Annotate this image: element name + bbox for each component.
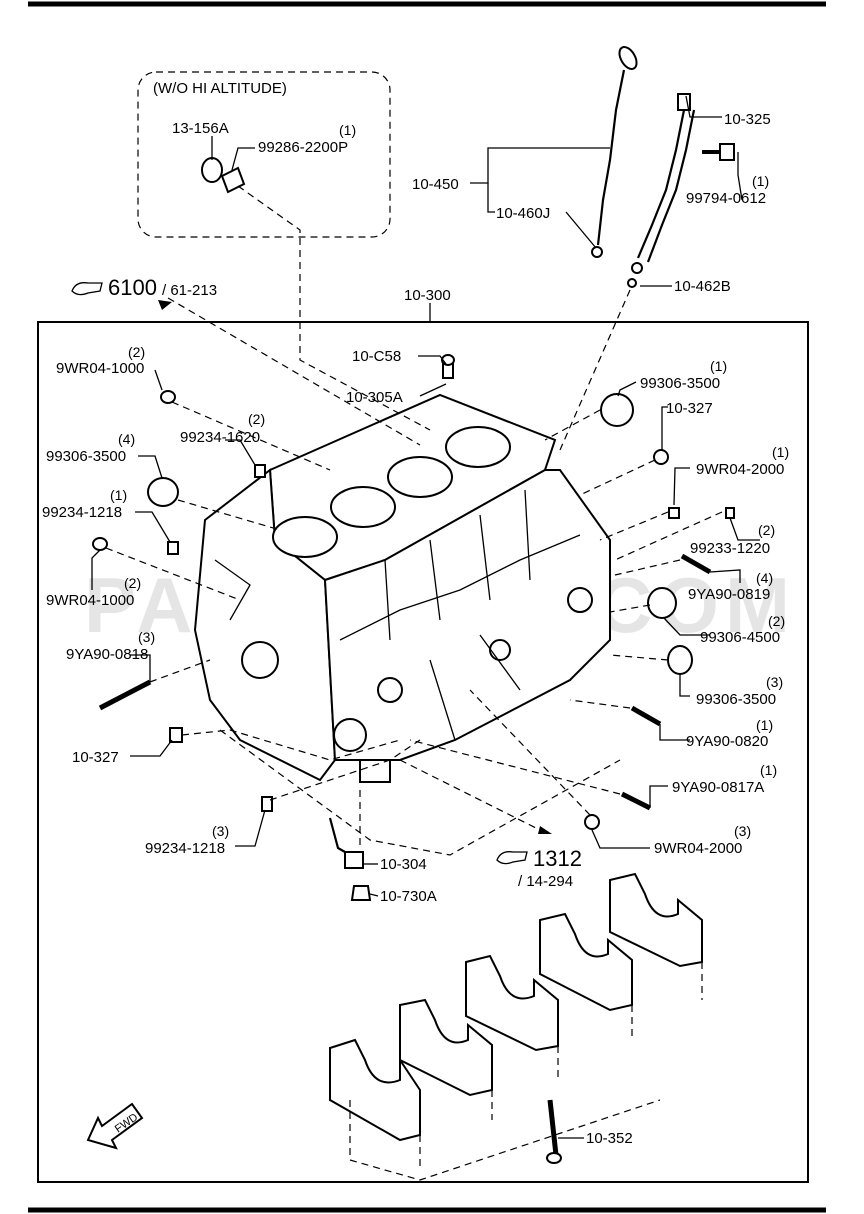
main-bearing-caps [329, 872, 703, 1142]
label-99233-1220: 99233-1220 [690, 540, 770, 557]
label-99794-0612: 99794-0612 [686, 190, 766, 207]
ref-1312-code: 1312 [533, 846, 582, 871]
cap-99306-3500-b [600, 393, 634, 427]
qty-9wr04-2000-b: (3) [734, 823, 751, 839]
label-10-325: 10-325 [724, 111, 771, 128]
label-9wr04-1000-a: 9WR04-1000 [56, 360, 144, 377]
note-box-title: (W/O HI ALTITUDE) [153, 80, 287, 97]
label-13-156a: 13-156A [172, 120, 229, 137]
label-10-460j: 10-460J [496, 205, 550, 222]
cap-99306-3500-c [667, 645, 693, 675]
label-9ya90-0820: 9YA90-0820 [686, 733, 768, 750]
label-9wr04-2000-a: 9WR04-2000 [696, 461, 784, 478]
ref-pointer-icon [71, 282, 528, 865]
label-9ya90-0818: 9YA90-0818 [66, 646, 148, 663]
fwd-arrow-icon: FWD [86, 1102, 144, 1150]
label-99234-1620: 99234-1620 [180, 429, 260, 446]
qty-99234-1620: (2) [248, 411, 265, 427]
part-labels: 13-156A (1) 99286-2200P 10-325 (1) 99794… [42, 111, 789, 1147]
cap-99306-3500-a [147, 477, 179, 507]
bolt-10-352 [547, 1099, 559, 1156]
qty-99286: (1) [339, 122, 356, 138]
knock-sensor-10-304 [344, 851, 364, 869]
dipstick [591, 46, 638, 258]
stud-9ya90-0820 [630, 705, 662, 727]
label-10-c58: 10-C58 [352, 348, 401, 365]
label-10-327-b: 10-327 [666, 400, 713, 417]
plug-10-327-b [653, 449, 669, 465]
pin-99234-1218-b [261, 796, 273, 812]
label-10-327-a: 10-327 [72, 749, 119, 766]
label-99234-1218-b: 99234-1218 [145, 840, 225, 857]
qty-99234-1218-a: (1) [110, 487, 127, 503]
cap-99306-4500 [647, 587, 677, 619]
plug-9wr04-1000-a [160, 390, 176, 404]
qty-99794: (1) [752, 173, 769, 189]
label-9ya90-0819: 9YA90-0819 [688, 586, 770, 603]
stud-9ya90-0819 [680, 553, 712, 575]
ref-6100-code: 6100 [108, 275, 157, 300]
label-9wr04-1000-b: 9WR04-1000 [46, 592, 134, 609]
label-10-462b: 10-462B [674, 278, 731, 295]
qty-9ya90-0820: (1) [756, 717, 773, 733]
qty-99306-4500: (2) [768, 613, 785, 629]
label-9ya90-0817a: 9YA90-0817A [672, 779, 764, 796]
pin-99234-1218-a [167, 541, 179, 555]
qty-9wr04-1000-b: (2) [124, 575, 141, 591]
direction-arrow-icon [538, 826, 552, 834]
bolt-10-352-head [546, 1152, 562, 1164]
main-frame [37, 321, 809, 1183]
label-10-730a: 10-730A [380, 888, 437, 905]
qty-9ya90-0817a: (1) [760, 762, 777, 778]
bolt-99794 [702, 143, 735, 161]
qty-99306-3500-c: (3) [766, 674, 783, 690]
plug-9wr04-1000-b [92, 537, 108, 551]
part-13-156a [201, 157, 246, 194]
label-9wr04-2000-b: 9WR04-2000 [654, 840, 742, 857]
assembly-lines [105, 185, 723, 1181]
cylinder-block [193, 393, 611, 783]
dipstick-tube [627, 93, 696, 288]
label-99286-2200p: 99286-2200P [258, 139, 348, 156]
leader-lines [91, 95, 760, 1139]
label-10-300: 10-300 [404, 287, 451, 304]
label-99306-4500: 99306-4500 [700, 629, 780, 646]
plug-9wr04-2000-a [668, 507, 680, 519]
bolt-10-730a [350, 885, 372, 901]
qty-99306-3500-a: (4) [118, 431, 135, 447]
label-10-304: 10-304 [380, 856, 427, 873]
qty-9ya90-0818: (3) [138, 629, 155, 645]
stud-9ya90-0818 [98, 679, 152, 711]
label-99306-3500-c: 99306-3500 [696, 691, 776, 708]
qty-99233-1220: (2) [758, 522, 775, 538]
stud-9ya90-0817a [620, 791, 652, 811]
plug-9wr04-2000-b [584, 814, 600, 830]
label-99234-1218-a: 99234-1218 [42, 504, 122, 521]
qty-99234-1218-b: (3) [212, 823, 229, 839]
ref-1312-sub: / 14-294 [518, 873, 573, 890]
label-10-450: 10-450 [412, 176, 459, 193]
note-box [137, 71, 391, 238]
qty-99306-3500-b: (1) [710, 358, 727, 374]
qty-9wr04-2000-a: (1) [772, 444, 789, 460]
label-99306-3500-a: 99306-3500 [46, 448, 126, 465]
pin-99234-1620 [254, 464, 266, 478]
label-10-352: 10-352 [586, 1130, 633, 1147]
label-10-305a: 10-305A [346, 389, 403, 406]
qty-9ya90-0819: (4) [756, 570, 773, 586]
ref-6100-sub: / 61-213 [162, 282, 217, 299]
qty-9wr04-1000-a: (2) [128, 344, 145, 360]
plug-10-305a [442, 363, 454, 379]
label-99306-3500-b: 99306-3500 [640, 375, 720, 392]
pin-99233-1220 [725, 507, 735, 519]
direction-arrow-icon [158, 300, 172, 310]
